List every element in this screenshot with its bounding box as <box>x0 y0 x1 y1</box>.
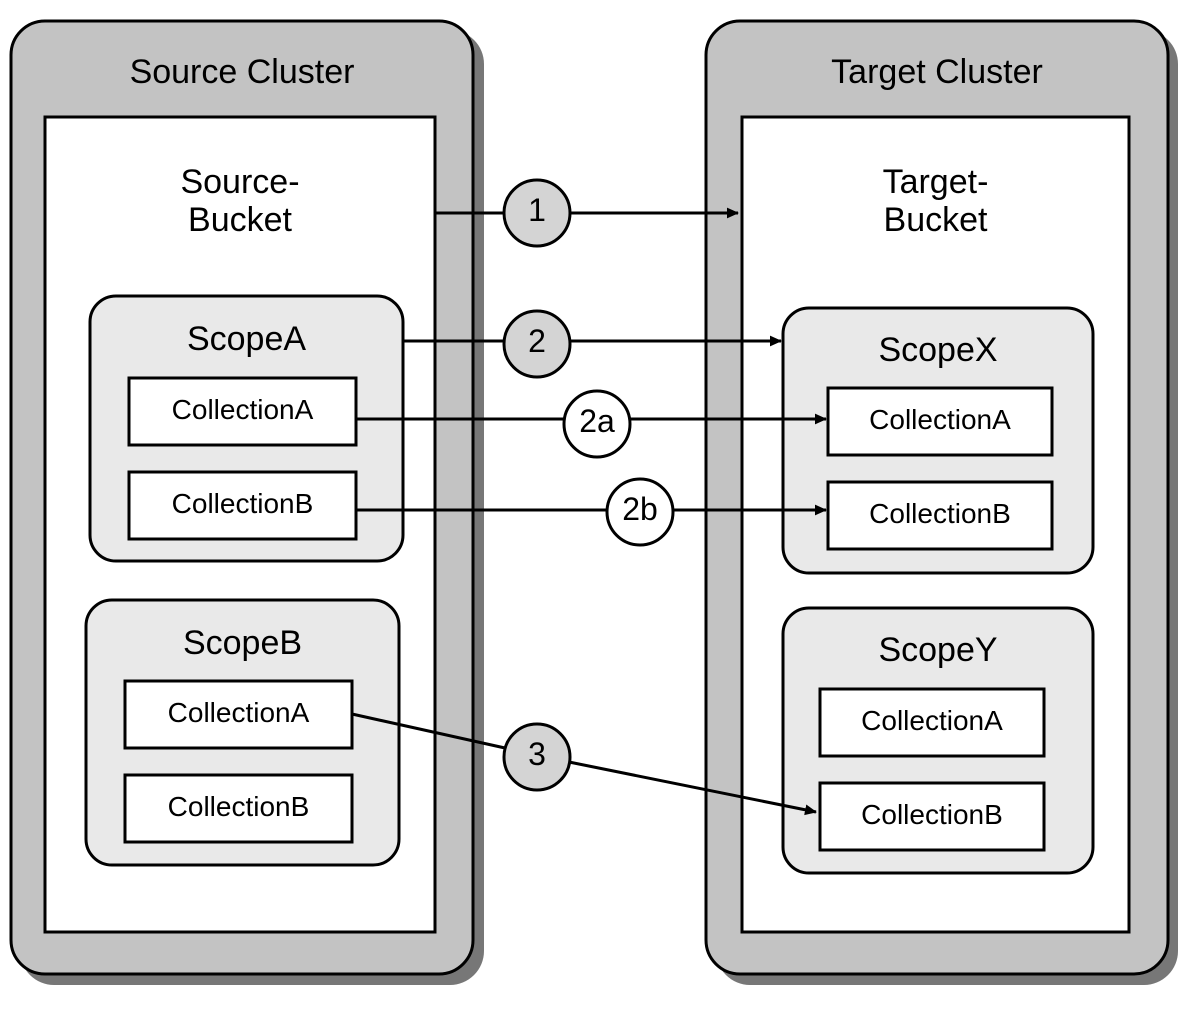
source-scopeb-collectiona-shape[interactable] <box>123 679 354 750</box>
source-scopea-collectionb-shape[interactable] <box>127 470 358 541</box>
target-scopey-collectionb-shape[interactable] <box>818 781 1046 852</box>
connector-2b-badge[interactable] <box>605 477 675 547</box>
connector-2-badge[interactable] <box>502 309 572 379</box>
target-scopex-collectiona-shape[interactable] <box>826 386 1054 457</box>
target-scopey-collectiona-shape[interactable] <box>818 687 1046 758</box>
connector-3-line <box>351 712 817 816</box>
target-scopex-collectionb-shape[interactable] <box>826 480 1054 551</box>
source-scopea-collectiona-shape[interactable] <box>127 376 358 447</box>
connector-3-badge[interactable] <box>502 722 572 792</box>
source-scopeb-collectionb-shape[interactable] <box>123 773 354 844</box>
connector-1-badge[interactable] <box>502 178 572 248</box>
connector-2a-badge[interactable] <box>562 389 632 459</box>
